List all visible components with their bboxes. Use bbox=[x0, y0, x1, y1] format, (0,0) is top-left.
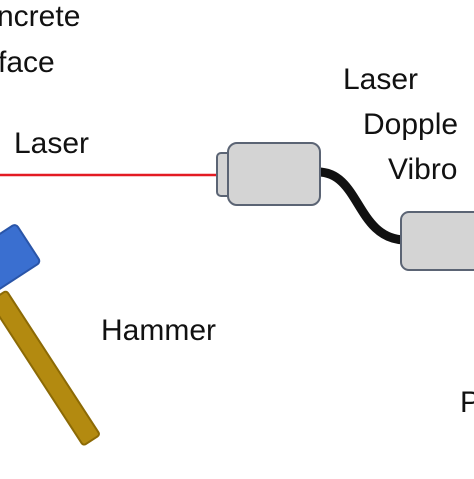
concrete-surface-label-line1: ncrete bbox=[0, 0, 81, 33]
ldv-label-line2: Dopple bbox=[363, 108, 459, 141]
processor-label-partial: P bbox=[460, 386, 474, 419]
hammer-handle bbox=[0, 290, 100, 446]
hammer-head bbox=[0, 224, 41, 314]
ldv-label-line3: Vibro bbox=[388, 153, 458, 186]
processor-unit-body bbox=[400, 211, 474, 271]
laser-head-icon bbox=[216, 142, 321, 206]
laser-head-body bbox=[227, 142, 321, 206]
laser-beam-label: Laser bbox=[14, 127, 90, 160]
hammer-label: Hammer bbox=[101, 314, 217, 347]
fiber-cable bbox=[313, 167, 409, 245]
hammer-icon bbox=[0, 224, 100, 446]
concrete-surface-label-line2: face bbox=[0, 46, 55, 79]
processor-unit-icon bbox=[400, 211, 474, 271]
ldv-label-line1: Laser bbox=[343, 63, 419, 96]
